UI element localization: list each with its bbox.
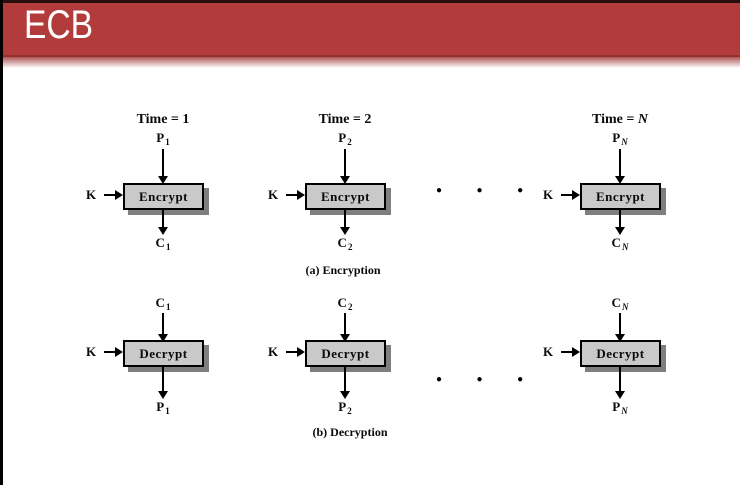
input-arrow-head-icon xyxy=(340,334,350,342)
key-arrow-head-icon xyxy=(572,190,580,200)
plaintext-input-label: P2 xyxy=(338,130,352,148)
time-value: N xyxy=(637,112,648,127)
output-arrow-stem xyxy=(619,367,621,391)
key-arrow-head-icon xyxy=(572,347,580,357)
input-arrow-stem xyxy=(162,149,164,177)
ciphertext-input-label: C1 xyxy=(155,295,171,313)
output-arrow-stem xyxy=(162,210,164,227)
decrypt-unit-n: CN K Decrypt PN xyxy=(535,296,705,446)
input-arrow-head-icon xyxy=(615,334,625,342)
input-arrow-stem xyxy=(619,149,621,177)
time-label: Time = N xyxy=(535,113,705,127)
time-value: 1 xyxy=(182,112,190,127)
key-arrow-stem xyxy=(104,194,116,196)
decrypt-unit-1: C1 K Decrypt P1 xyxy=(78,296,248,446)
ellipsis-dots: ● ● ● xyxy=(436,374,540,385)
slide-header-bar: ECB xyxy=(0,0,740,57)
ciphertext-output-label: CN xyxy=(611,235,629,253)
plaintext-output-label: P2 xyxy=(338,399,352,417)
input-arrow-stem xyxy=(344,313,346,334)
key-arrow-stem xyxy=(286,351,298,353)
time-value: 2 xyxy=(364,112,372,127)
encrypt-box: Encrypt xyxy=(305,183,386,210)
encrypt-box: Encrypt xyxy=(580,183,661,210)
header-top-stripe xyxy=(0,0,740,3)
key-arrow-stem xyxy=(561,351,573,353)
header-shadow-fade xyxy=(0,57,740,68)
encrypt-unit-n: Time = N PN K Encrypt CN xyxy=(535,113,705,263)
input-arrow-head-icon xyxy=(340,176,350,184)
encryption-caption: (a) Encryption xyxy=(305,263,381,277)
input-arrow-head-icon xyxy=(158,176,168,184)
time-prefix: Time = xyxy=(136,112,183,127)
key-label: K xyxy=(542,344,554,359)
plaintext-output-label: PN xyxy=(612,399,628,417)
input-arrow-head-icon xyxy=(615,176,625,184)
decrypt-box: Decrypt xyxy=(123,340,204,367)
time-label: Time = 2 xyxy=(260,113,430,127)
key-label: K xyxy=(85,344,97,359)
time-prefix: Time = xyxy=(318,112,365,127)
input-arrow-stem xyxy=(619,313,621,334)
ciphertext-input-label: CN xyxy=(611,295,629,313)
plaintext-input-label: PN xyxy=(612,130,628,148)
output-arrow-head-icon xyxy=(158,391,168,399)
output-arrow-stem xyxy=(619,210,621,227)
ciphertext-input-label: C2 xyxy=(337,295,353,313)
decryption-caption: (b) Decryption xyxy=(312,425,388,439)
key-arrow-head-icon xyxy=(297,347,305,357)
slide-title: ECB xyxy=(24,3,94,47)
ciphertext-output-label: C1 xyxy=(155,235,171,253)
key-arrow-head-icon xyxy=(115,190,123,200)
output-arrow-head-icon xyxy=(340,391,350,399)
key-arrow-head-icon xyxy=(297,190,305,200)
output-arrow-head-icon xyxy=(615,391,625,399)
encrypt-box: Encrypt xyxy=(123,183,204,210)
key-arrow-head-icon xyxy=(115,347,123,357)
plaintext-input-label: P1 xyxy=(156,130,170,148)
key-arrow-stem xyxy=(561,194,573,196)
input-arrow-stem xyxy=(344,149,346,177)
encrypt-unit-1: Time = 1 P1 K Encrypt C1 xyxy=(78,113,248,263)
key-arrow-stem xyxy=(104,351,116,353)
input-arrow-head-icon xyxy=(158,334,168,342)
output-arrow-stem xyxy=(162,367,164,391)
encrypt-unit-2: Time = 2 P2 K Encrypt C2 xyxy=(260,113,430,263)
decrypt-box: Decrypt xyxy=(305,340,386,367)
ellipsis-dots: ● ● ● xyxy=(436,185,540,196)
input-arrow-stem xyxy=(162,313,164,334)
output-arrow-head-icon xyxy=(615,227,625,235)
output-arrow-stem xyxy=(344,210,346,227)
key-arrow-stem xyxy=(286,194,298,196)
key-label: K xyxy=(85,187,97,202)
key-label: K xyxy=(542,187,554,202)
decrypt-unit-2: C2 K Decrypt P2 xyxy=(260,296,430,446)
plaintext-output-label: P1 xyxy=(156,399,170,417)
output-arrow-stem xyxy=(344,367,346,391)
decrypt-box: Decrypt xyxy=(580,340,661,367)
output-arrow-head-icon xyxy=(340,227,350,235)
ciphertext-output-label: C2 xyxy=(337,235,353,253)
slide-left-border xyxy=(0,0,3,485)
time-prefix: Time = xyxy=(592,112,638,127)
time-label: Time = 1 xyxy=(78,113,248,127)
output-arrow-head-icon xyxy=(158,227,168,235)
key-label: K xyxy=(267,187,279,202)
key-label: K xyxy=(267,344,279,359)
